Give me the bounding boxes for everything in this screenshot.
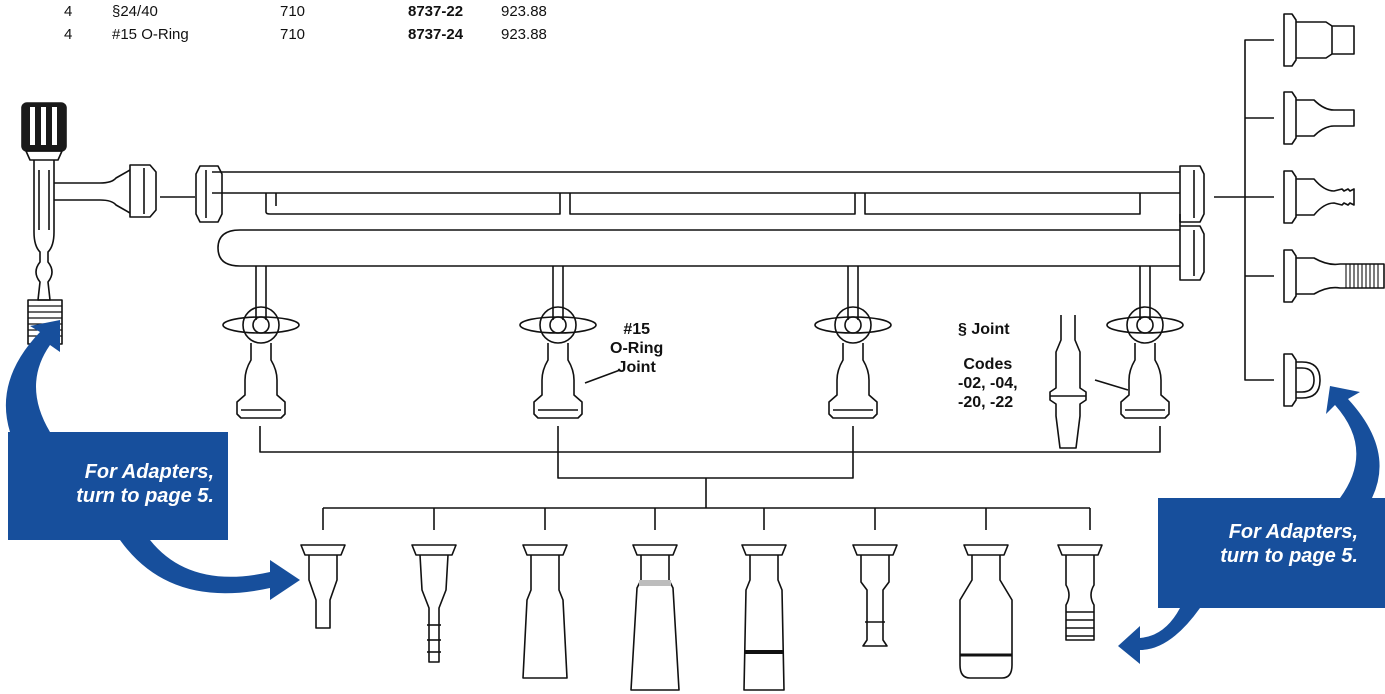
adapter-wide-flange (959, 544, 1013, 679)
codes-line: -20, -22 (958, 394, 1014, 411)
manifold-stopcock-4 (1106, 306, 1184, 419)
oring-joint-line: O-Ring (610, 340, 664, 357)
joint-cell: #15 O-Ring (112, 26, 189, 43)
qty-cell: 4 (64, 26, 73, 43)
st-joint-label: § Joint (958, 321, 1010, 338)
oring-joint-label: #15 O-Ring Joint (610, 320, 663, 377)
adapter-threaded (1057, 544, 1103, 641)
adapter-hose-barb (411, 544, 457, 663)
code-cell: 8737-24 (408, 26, 464, 43)
adapter-hose-plain (300, 544, 346, 629)
price-cell: 923.88 (501, 3, 547, 20)
adapter-short-oring (852, 544, 898, 647)
right-adapter-barb (1283, 170, 1355, 224)
right-callout-text[interactable]: For Adapters, turn to page 5. (1178, 520, 1358, 568)
length-cell: 710 (280, 26, 306, 43)
callout-line: turn to page 5. (76, 485, 214, 507)
manifold-stopcock-1 (222, 306, 300, 419)
standard-taper-joint (1049, 315, 1087, 449)
adapter-taper-male (522, 544, 568, 679)
codes-label: Codes -02, -04, -20, -22 (958, 355, 1018, 412)
callout-line: For Adapters, (1228, 521, 1358, 543)
qty-cell: 4 (64, 3, 73, 20)
oring-joint-line: Joint (617, 359, 656, 376)
right-adapter-socket (1283, 13, 1355, 67)
adapter-taper-long (630, 544, 680, 691)
left-callout-arrows (5, 320, 300, 600)
right-callout-arrows (1118, 386, 1385, 664)
vacuum-stopcock-valve (21, 102, 157, 345)
codes-line: -02, -04, (958, 375, 1018, 392)
callout-line: turn to page 5. (1220, 545, 1358, 567)
code-cell: 8737-22 (408, 3, 464, 20)
manifold-stopcock-2 (519, 306, 597, 419)
joint-cell: §24/40 (112, 3, 158, 20)
oring-joint-line: #15 (623, 321, 651, 338)
manifold-stopcock-3 (814, 306, 892, 419)
adapter-taper-oring (741, 544, 787, 691)
dual-manifold-body (195, 165, 1205, 320)
callout-line: For Adapters, (84, 461, 214, 483)
right-adapter-tube (1283, 91, 1355, 145)
right-adapter-stopper (1283, 353, 1321, 407)
right-adapter-threaded (1283, 249, 1385, 303)
price-cell: 923.88 (501, 26, 547, 43)
length-cell: 710 (280, 3, 306, 20)
left-callout-text[interactable]: For Adapters, turn to page 5. (32, 460, 214, 508)
codes-line: Codes (963, 356, 1013, 373)
